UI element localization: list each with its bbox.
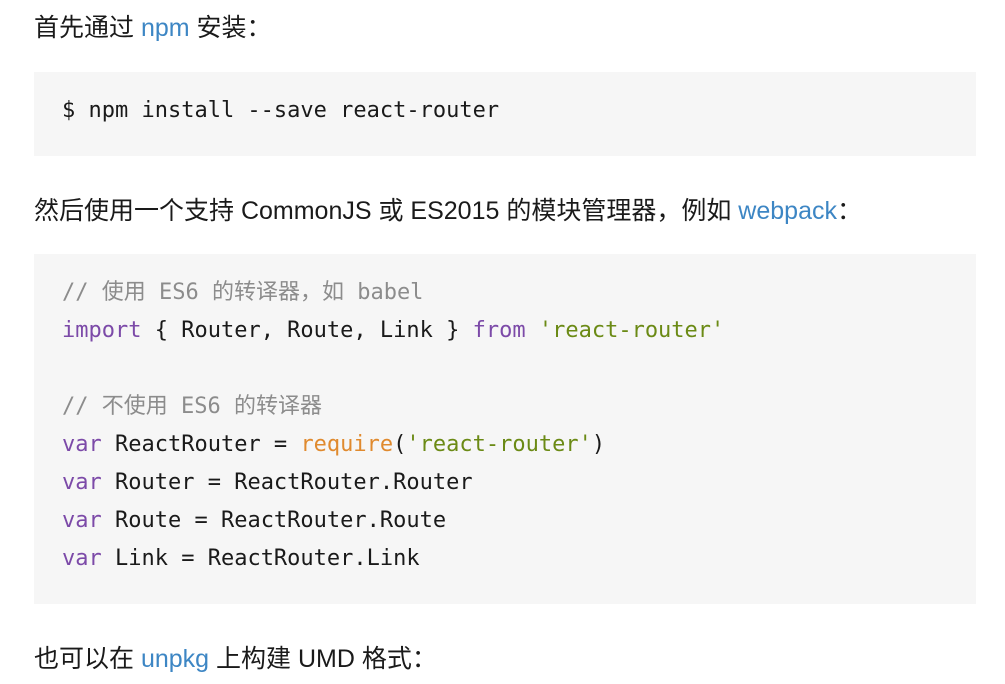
umd-paragraph: 也可以在 unpkg 上构建 UMD 格式： [34,643,437,675]
paren-close: ) [591,432,606,457]
var-keyword: var [62,470,102,495]
unpkg-link[interactable]: unpkg [140,645,210,673]
module-code-block: // 使用 ES6 的转译器，如 babel import { Router, … [34,254,976,604]
intro-text-pre: 首先通过 [34,14,141,42]
comment-text: // 使用 ES6 的转译器，如 babel [62,280,424,305]
code-line-blank [62,350,976,388]
code-line-import: import { Router, Route, Link } from 'rea… [62,312,976,350]
install-command: $ npm install --save react-router [62,98,500,123]
npm-link[interactable]: npm [140,14,190,42]
webpack-link[interactable]: webpack [738,197,837,225]
router-line-body: Router = ReactRouter.Router [101,470,473,495]
require-line-mid: ReactRouter = [101,432,301,457]
code-line-comment-1: // 使用 ES6 的转译器，如 babel [62,274,976,312]
module-text-post: ： [836,197,862,225]
module-paragraph: 然后使用一个支持 CommonJS 或 ES2015 的模块管理器，例如 web… [34,195,862,227]
code-line-route: var Route = ReactRouter.Route [62,502,976,540]
module-text-pre: 然后使用一个支持 CommonJS 或 ES2015 的模块管理器，例如 [34,197,739,225]
umd-text-pre: 也可以在 [34,645,141,673]
route-line-body: Route = ReactRouter.Route [101,508,447,533]
code-line-comment-2: // 不使用 ES6 的转译器 [62,388,976,426]
link-line-body: Link = ReactRouter.Link [101,546,420,571]
intro-text-post: 安装： [189,14,272,42]
from-keyword: from [472,318,526,343]
code-line-require: var ReactRouter = require('react-router'… [62,426,976,464]
import-keyword: import [62,318,142,343]
comment-text: // 不使用 ES6 的转译器 [62,394,322,419]
require-string: 'react-router' [406,432,592,457]
var-keyword: var [62,508,102,533]
var-keyword: var [62,432,102,457]
intro-paragraph: 首先通过 npm 安装： [34,12,272,44]
var-keyword: var [62,546,102,571]
code-line-router: var Router = ReactRouter.Router [62,464,976,502]
require-function: require [300,432,394,457]
import-body: { Router, Route, Link } [141,318,473,343]
code-line-link: var Link = ReactRouter.Link [62,540,976,578]
umd-text-post: 上构建 UMD 格式： [209,645,437,673]
import-string: 'react-router' [525,318,725,343]
paren-open: ( [393,432,407,457]
install-code-block: $ npm install --save react-router [34,72,976,156]
